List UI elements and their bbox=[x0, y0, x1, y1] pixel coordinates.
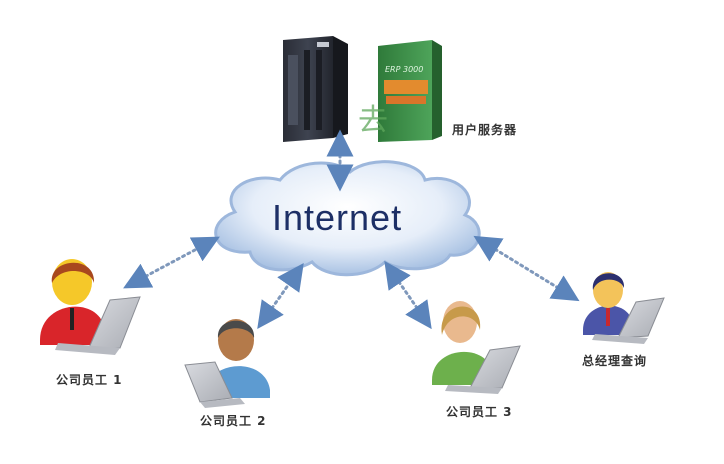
svg-text:ERP 3000: ERP 3000 bbox=[385, 65, 423, 74]
manager-figure bbox=[583, 272, 665, 344]
employee1-figure bbox=[40, 259, 141, 355]
internet-label: Internet bbox=[272, 197, 403, 238]
connector-employee2 bbox=[257, 262, 304, 330]
connector-employee3 bbox=[384, 260, 432, 330]
internet-cloud bbox=[214, 160, 481, 277]
employee3-figure bbox=[432, 301, 521, 394]
employee1-label: 公司员工 1 bbox=[56, 373, 123, 387]
employee2-label: 公司员工 2 bbox=[200, 414, 267, 428]
connections bbox=[123, 129, 580, 330]
watermark: 去 bbox=[358, 103, 388, 138]
connector-manager bbox=[473, 235, 580, 302]
manager-label: 总经理查询 bbox=[582, 354, 648, 368]
employee2-figure bbox=[184, 319, 270, 408]
connector-employee1 bbox=[123, 236, 220, 289]
employee3-label: 公司员工 3 bbox=[446, 405, 513, 419]
server-tower bbox=[283, 36, 348, 142]
server-label: 用户服务器 bbox=[452, 123, 518, 137]
software-box: ERP 3000 bbox=[378, 40, 442, 142]
